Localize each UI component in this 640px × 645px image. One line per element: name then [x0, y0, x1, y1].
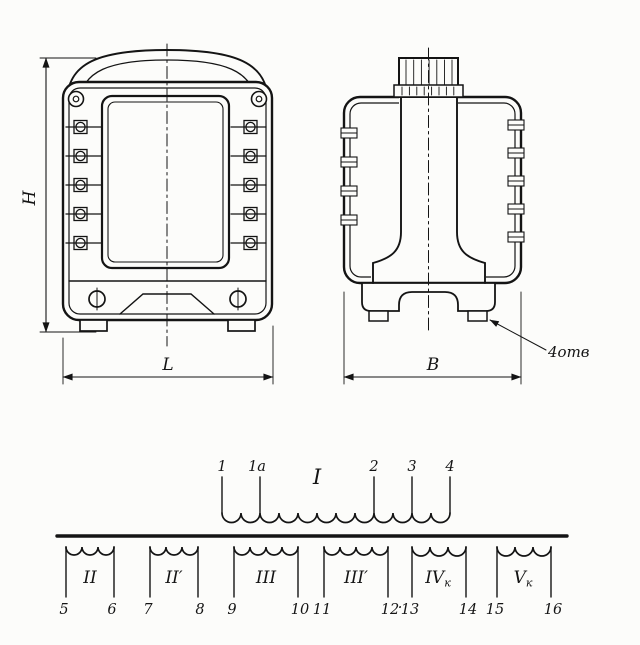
tap-label-4: 4 — [444, 459, 454, 475]
winding-label: III — [255, 568, 276, 588]
winding-label: Vк — [514, 568, 533, 590]
terminal-label: 10 — [291, 602, 309, 618]
secondary-winding-2: II 5 6 — [59, 546, 117, 618]
dim-length-label: L — [161, 355, 173, 375]
primary-winding-label: I — [312, 465, 322, 489]
side-feet — [361, 282, 496, 312]
side-terminals-right — [507, 119, 525, 243]
dimension-width-b: B — [343, 291, 522, 385]
terminal-label: 7 — [143, 602, 153, 618]
tap-label-1a: 1а — [248, 459, 266, 475]
foot-left — [79, 319, 108, 332]
terminal-bolts-right — [230, 119, 267, 251]
winding-label: IVк — [424, 568, 451, 590]
side-foot-tab-right — [467, 310, 488, 322]
terminal-label: 12 — [381, 602, 399, 618]
dim-height-label: H — [20, 189, 40, 206]
terminal-label: 5 — [59, 602, 68, 618]
coil-window — [100, 94, 231, 270]
dimension-height: H — [20, 57, 97, 333]
secondary-winding-5k: Vк 15 16 — [486, 546, 562, 618]
tap-label-2: 2 — [368, 459, 378, 475]
coil-left-edge — [372, 96, 402, 284]
strap-eyelet-left — [67, 90, 85, 108]
winding-label: II′ — [164, 568, 182, 588]
dimension-length: L — [62, 325, 274, 385]
coil-right-edge — [456, 96, 486, 284]
winding-schematic: 1 1а 2 3 4 I II 5 6 II′ — [55, 459, 569, 618]
holes-callout: 4отв — [489, 319, 590, 361]
terminal-label: 6 — [107, 602, 116, 618]
front-view — [61, 43, 274, 347]
terminal-label: 16 — [544, 602, 562, 618]
winding-label: III′ — [343, 568, 368, 588]
tap-label-1: 1 — [217, 459, 226, 475]
terminal-label: 15 — [486, 602, 504, 618]
terminal-label: 8 — [195, 602, 204, 618]
secondary-winding-3p: III′ 11 12 — [313, 546, 399, 618]
terminal-bolts-left — [65, 119, 103, 251]
coil-top-cap — [393, 57, 464, 98]
holes-callout-label: 4отв — [547, 343, 590, 361]
side-foot-tab-left — [368, 310, 389, 322]
primary-winding: 1 1а 2 3 4 I — [217, 459, 455, 524]
terminal-label: 13 — [401, 602, 419, 618]
terminal-label: 9 — [227, 602, 236, 618]
dim-width-b-label: B — [426, 355, 440, 375]
strap-eyelet-right — [250, 90, 268, 108]
secondary-winding-4k: IVк 13 14 — [401, 546, 477, 618]
terminal-label: 14 — [459, 602, 477, 618]
side-view — [340, 47, 525, 335]
secondary-winding-2p: II′ 7 8 — [143, 546, 205, 618]
winding-label: II — [82, 568, 97, 588]
secondary-winding-3: III 9 10 — [227, 546, 309, 618]
side-terminals-left — [340, 127, 358, 226]
tap-label-3: 3 — [407, 459, 416, 475]
foot-right — [227, 319, 256, 332]
dot-mark: · — [398, 600, 403, 616]
terminal-label: 11 — [313, 602, 331, 618]
